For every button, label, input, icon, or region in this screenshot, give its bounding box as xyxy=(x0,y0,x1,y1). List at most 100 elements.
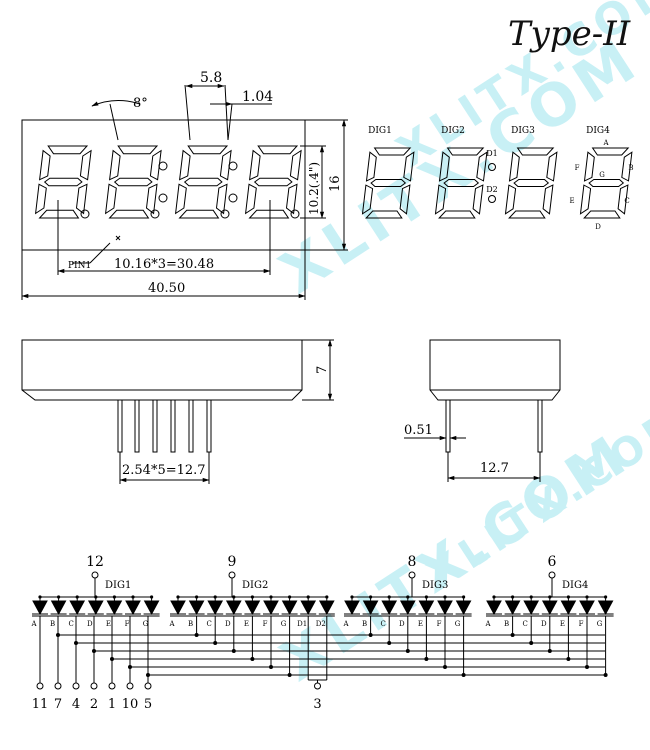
segment-g xyxy=(183,177,223,187)
junction-dot xyxy=(492,595,496,599)
pinout-digit-4 xyxy=(579,147,633,219)
segment-f xyxy=(248,149,261,181)
junction-dot xyxy=(269,595,273,599)
schematic-digit-name: DIG4 xyxy=(562,580,588,591)
junction-dot xyxy=(566,657,571,661)
segment-b-label: B xyxy=(628,164,633,172)
segment-e xyxy=(434,184,447,215)
segment-a xyxy=(591,147,630,156)
segment-e xyxy=(579,184,592,215)
segment-letter: B xyxy=(362,620,367,628)
junction-dot xyxy=(510,633,515,637)
segment-letter: F xyxy=(263,620,268,628)
end-pin xyxy=(445,399,451,453)
led-diode xyxy=(300,600,317,616)
segment-pin-terminal xyxy=(90,682,98,690)
junction-dot xyxy=(112,595,116,599)
led-diode xyxy=(579,600,595,616)
junction-dot xyxy=(213,641,218,645)
junction-dot xyxy=(529,641,534,645)
segment-letter: C xyxy=(381,620,386,628)
colon-d1-label: D1 xyxy=(486,149,498,158)
decimal-point xyxy=(290,209,300,219)
junction-dot xyxy=(424,657,429,661)
junction-dot xyxy=(38,595,42,599)
junction-dot xyxy=(269,665,273,669)
dim-ext xyxy=(184,84,191,141)
side-views xyxy=(21,339,561,484)
junction-dot xyxy=(146,673,150,677)
slant-leader xyxy=(109,103,119,141)
junction-dot xyxy=(387,595,391,599)
segment-c xyxy=(542,184,554,215)
segment-letter: A xyxy=(30,620,37,628)
junction-dot xyxy=(57,595,61,599)
junction-dot xyxy=(128,665,132,669)
side-pin xyxy=(152,399,158,453)
pin1-leader xyxy=(89,242,111,264)
junction-dot xyxy=(176,595,180,599)
common-pin-terminal xyxy=(408,571,416,579)
segment-pin-terminal xyxy=(108,682,116,690)
segment-letter: C xyxy=(207,620,212,628)
common-pin-number: 6 xyxy=(548,554,557,570)
common-pin-terminal xyxy=(548,571,556,579)
segment-d xyxy=(178,209,220,219)
segment-letter: D1 xyxy=(297,620,307,628)
segment-letter: A xyxy=(484,620,491,628)
segment-pin-terminal xyxy=(36,682,44,690)
segment-b xyxy=(289,149,302,181)
decimal-point xyxy=(80,209,90,219)
slant-label: 8° xyxy=(133,96,148,111)
segment-f xyxy=(108,149,121,181)
junction-dot xyxy=(92,649,96,653)
junction-dot xyxy=(250,595,254,599)
segment-c xyxy=(75,183,88,215)
segment-e xyxy=(361,184,374,215)
colon-pin-number: 3 xyxy=(313,697,321,712)
led-diode xyxy=(69,600,86,616)
digit-1 xyxy=(34,145,92,219)
segment-f xyxy=(178,149,191,181)
common-pin-number: 12 xyxy=(86,554,104,570)
schematic-digit-name: DIG2 xyxy=(242,580,268,591)
colon-dot xyxy=(488,163,496,171)
segment-width-dim: 1.04 xyxy=(242,89,273,105)
junction-dot xyxy=(94,595,98,599)
segment-f xyxy=(365,151,377,182)
junction-dot xyxy=(287,673,292,677)
junction-dot xyxy=(194,633,199,637)
segment-letter: C xyxy=(69,620,74,628)
led-diode xyxy=(437,600,453,616)
junction-dot xyxy=(604,595,608,599)
circuit-schematic xyxy=(32,571,614,690)
segment-g xyxy=(113,177,153,187)
junction-dot xyxy=(461,673,466,677)
drawing-labels: 8°5.81.0410.2(.4")1610.16*3=30.48PIN140.… xyxy=(30,70,633,712)
junction-dot xyxy=(566,595,571,599)
led-diode xyxy=(225,600,242,616)
segment-b xyxy=(219,149,232,181)
segment-a xyxy=(47,145,89,155)
segment-f xyxy=(438,151,450,182)
segment-letter: D xyxy=(225,620,231,628)
segment-c xyxy=(617,184,629,215)
segment-e xyxy=(104,183,117,215)
segment-pin-number: 7 xyxy=(54,697,62,712)
junction-dot xyxy=(325,595,329,599)
segment-e xyxy=(244,183,257,215)
segment-letter: D xyxy=(87,620,93,628)
junction-dot xyxy=(232,595,236,599)
junction-dot xyxy=(131,595,135,599)
segment-pin-number: 10 xyxy=(122,697,139,712)
led-diode xyxy=(50,600,67,616)
segment-c xyxy=(215,183,228,215)
segment-b xyxy=(79,149,92,181)
junction-dot xyxy=(213,595,217,599)
end-pin xyxy=(537,399,543,453)
led-diode xyxy=(399,600,416,616)
pinout-digit-2 xyxy=(434,147,488,219)
height-dim: 16 xyxy=(328,175,343,192)
junction-dot xyxy=(585,595,589,599)
